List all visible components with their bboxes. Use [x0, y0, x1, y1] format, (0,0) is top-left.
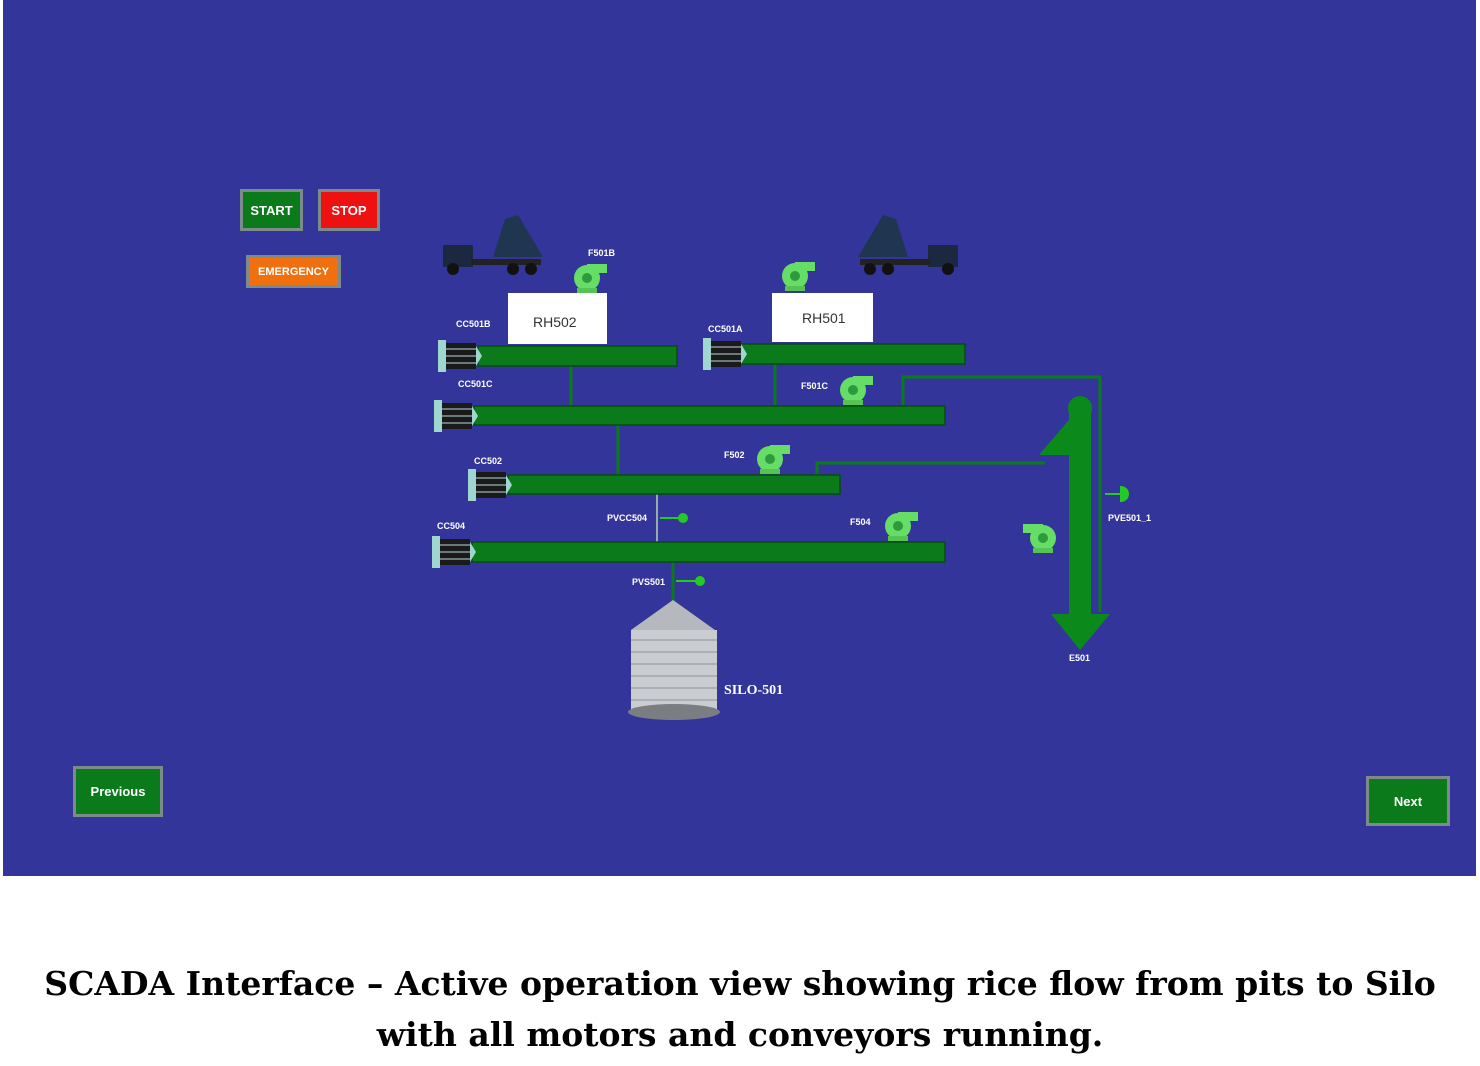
- stop-button[interactable]: STOP: [318, 189, 380, 231]
- label-f501b: F501B: [588, 248, 616, 258]
- bucket-elevator-e501[interactable]: [1039, 396, 1110, 650]
- conveyor-cc501c[interactable]: [473, 405, 946, 426]
- fan-icon[interactable]: [782, 262, 815, 291]
- svg-text:RH502: RH502: [533, 314, 577, 330]
- emergency-button[interactable]: EMERGENCY: [246, 255, 341, 288]
- label-cc501a: CC501A: [708, 324, 743, 334]
- next-button[interactable]: Next: [1366, 776, 1450, 826]
- motor-icon[interactable]: [437, 339, 483, 373]
- label-pvs501: PVS501: [632, 577, 665, 587]
- fan-icon[interactable]: [885, 512, 918, 541]
- silo-icon[interactable]: [628, 600, 720, 720]
- conveyor-cc501b[interactable]: [477, 345, 678, 367]
- label-f502: F502: [724, 450, 745, 460]
- fan-icon[interactable]: [1023, 524, 1056, 553]
- conveyor-cc504[interactable]: [471, 541, 946, 563]
- start-button[interactable]: START: [240, 189, 303, 231]
- motor-icon[interactable]: [433, 399, 479, 433]
- dump-truck-icon: [858, 215, 958, 275]
- figure-caption: SCADA Interface – Active operation view …: [44, 964, 1436, 1054]
- motor-icon[interactable]: [702, 337, 748, 371]
- dump-truck-icon: [443, 215, 543, 275]
- label-f501c: F501C: [801, 381, 829, 391]
- label-pve501-1: PVE501_1: [1108, 513, 1151, 523]
- label-cc501b: CC501B: [456, 319, 491, 329]
- motor-icon[interactable]: [467, 468, 513, 502]
- label-pvcc504: PVCC504: [607, 513, 647, 523]
- conveyor-cc502[interactable]: [507, 474, 841, 495]
- label-e501: E501: [1069, 653, 1090, 663]
- svg-text:RH501: RH501: [802, 310, 846, 326]
- previous-button[interactable]: Previous: [73, 766, 163, 817]
- process-diagram: RH502 RH501: [431, 215, 1151, 720]
- label-f504: F504: [850, 517, 871, 527]
- label-cc502: CC502: [474, 456, 502, 466]
- fan-icon[interactable]: [574, 264, 607, 293]
- fan-icon[interactable]: [840, 376, 873, 405]
- valve-icon[interactable]: [660, 485, 1129, 586]
- hopper-rh502[interactable]: [508, 293, 607, 344]
- conveyor-cc501a[interactable]: [739, 343, 966, 365]
- scada-screen: RH502 RH501: [3, 0, 1476, 876]
- label-silo: SILO-501: [724, 683, 783, 698]
- motor-icon[interactable]: [431, 535, 477, 569]
- label-cc504: CC504: [437, 521, 465, 531]
- hopper-rh501[interactable]: [772, 293, 873, 342]
- fan-icon[interactable]: [757, 445, 790, 474]
- label-cc501c: CC501C: [458, 379, 493, 389]
